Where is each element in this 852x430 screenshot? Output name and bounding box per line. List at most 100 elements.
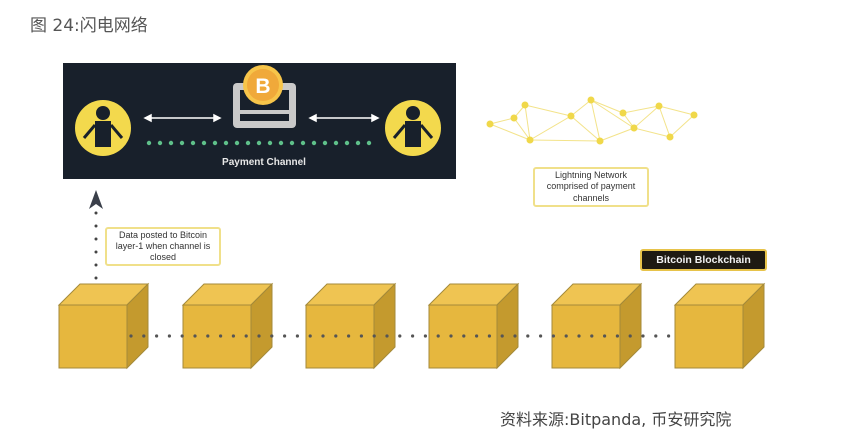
network-edge <box>529 139 601 142</box>
arrow-dot <box>94 250 98 254</box>
network-node <box>521 101 529 109</box>
block-cube <box>427 282 520 370</box>
chain-dot <box>513 334 517 338</box>
chain-dot <box>219 334 223 338</box>
network-edge <box>570 99 592 117</box>
chain-dot <box>155 334 159 338</box>
chain-dot <box>449 334 453 338</box>
chain-dot <box>551 334 556 338</box>
network-edge <box>590 99 601 142</box>
chain-dot <box>347 334 351 338</box>
network-edge <box>489 117 515 125</box>
chain-dot <box>295 334 299 338</box>
chain-dot <box>500 334 504 338</box>
block-cube <box>304 282 397 370</box>
network-edge <box>513 117 531 141</box>
channel-dot <box>190 140 196 146</box>
chain-dot <box>539 334 543 338</box>
chain-dot <box>564 334 568 338</box>
chain-dot <box>590 334 594 338</box>
network-edge <box>524 104 572 117</box>
channel-dot <box>355 140 361 146</box>
network-node <box>690 111 698 119</box>
block-cube <box>181 282 274 370</box>
bitcoin-coin-icon: B <box>243 65 283 105</box>
chain-dot <box>487 334 491 338</box>
network-edge <box>570 115 601 142</box>
network-edge <box>489 123 531 141</box>
payment-channel-label: Payment Channel <box>222 157 306 168</box>
arrow-dot <box>94 211 98 215</box>
network-node <box>666 133 674 141</box>
channel-dot <box>223 140 229 146</box>
network-node <box>486 120 494 128</box>
chain-dots <box>129 334 671 338</box>
channel-dots <box>146 140 372 146</box>
network-edge <box>590 99 635 129</box>
arrow-dot <box>94 237 98 241</box>
block-cube <box>550 282 643 370</box>
network-edge <box>599 127 635 142</box>
lightning-network-note: Lightning Network comprised of payment c… <box>533 167 649 207</box>
channel-dot <box>278 140 284 146</box>
chain-dot <box>603 334 607 338</box>
channel-dot <box>168 140 174 146</box>
chain-dot <box>372 334 376 338</box>
chain-dot <box>359 334 363 338</box>
lightning-network-graph <box>486 96 698 145</box>
chain-dot <box>231 334 235 338</box>
chain-dot <box>615 334 620 338</box>
data-posted-note: Data posted to Bitcoin layer-1 when chan… <box>105 227 221 266</box>
channel-dot <box>322 140 328 146</box>
blockchain-blocks <box>57 282 766 370</box>
network-node <box>619 109 627 117</box>
chain-dot <box>129 334 133 338</box>
chain-dot <box>654 334 658 338</box>
network-node <box>510 114 518 122</box>
person-left-icon <box>75 100 131 156</box>
chain-dot <box>308 334 312 338</box>
arrow-dot <box>94 276 98 280</box>
chain-dot <box>206 334 210 338</box>
bidirectional-arrow-right <box>308 113 380 123</box>
chain-dot <box>142 334 146 338</box>
chain-dot <box>526 334 530 338</box>
channel-dot <box>333 140 339 146</box>
person-right-icon <box>385 100 441 156</box>
arrow-dot <box>94 263 98 267</box>
chain-dot <box>436 334 440 338</box>
chain-dot <box>411 334 415 338</box>
block-cube <box>57 282 150 370</box>
channel-dot <box>267 140 273 146</box>
chain-dot <box>475 334 479 338</box>
channel-dot <box>146 140 152 146</box>
network-node <box>630 124 638 132</box>
network-node <box>526 136 534 144</box>
chain-dot <box>398 334 402 338</box>
channel-dot <box>300 140 306 146</box>
bidirectional-arrow-left <box>143 113 222 123</box>
chain-dot <box>257 334 261 338</box>
chain-dot <box>283 334 287 338</box>
bitcoin-blockchain-label: Bitcoin Blockchain <box>640 249 767 271</box>
network-edge <box>524 104 531 141</box>
chain-dot <box>641 334 645 338</box>
channel-dot <box>157 140 163 146</box>
chain-dot <box>577 334 581 338</box>
channel-dot <box>256 140 262 146</box>
network-node <box>587 96 595 104</box>
channel-dot <box>344 140 350 146</box>
network-edge <box>633 127 671 138</box>
svg-text:B: B <box>255 75 270 98</box>
network-edge <box>622 105 660 114</box>
network-node <box>655 102 663 110</box>
network-edge <box>669 114 695 138</box>
network-node <box>567 112 575 120</box>
channel-dot <box>311 140 317 146</box>
channel-dot <box>245 140 251 146</box>
chain-dot <box>667 334 671 338</box>
network-edge <box>529 115 572 141</box>
chain-dot <box>385 334 389 338</box>
chain-dot <box>321 334 325 338</box>
chain-dot <box>180 334 184 338</box>
